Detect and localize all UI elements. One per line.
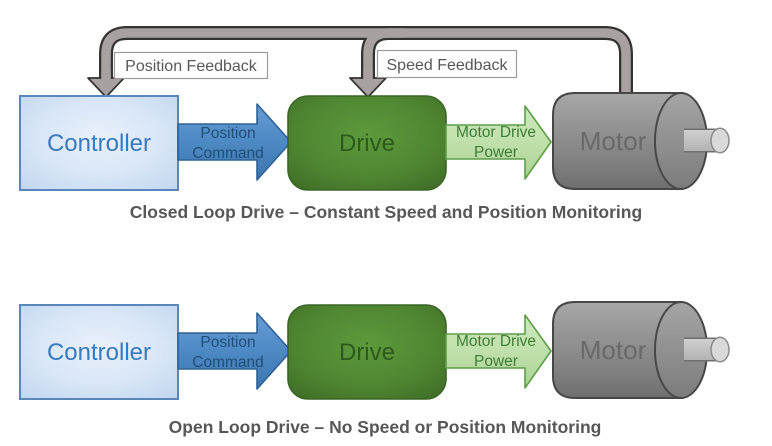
motor-shape: Motor <box>552 92 730 190</box>
motor-drive-power-label-line1: Motor Drive <box>456 124 536 141</box>
motor-label: Motor <box>580 126 647 156</box>
open-loop-diagram: Controller Position Command Drive Motor … <box>19 301 730 400</box>
position-command-arrow <box>177 103 292 181</box>
motor-body <box>552 301 683 399</box>
position-command-arrow <box>177 312 292 390</box>
motor-drive-power-label-line1: Motor Drive <box>456 333 536 350</box>
motor-shaft-end-cap <box>710 336 730 363</box>
speed-feedback-pipe <box>363 28 404 80</box>
motor-drive-power-arrow <box>445 314 552 389</box>
drive-label: Drive <box>339 130 395 157</box>
motor-shaft-outline <box>684 128 720 153</box>
closed-loop-caption: Closed Loop Drive – Constant Speed and P… <box>130 202 642 222</box>
drive-label: Drive <box>339 339 395 366</box>
speed-feedback-label-box <box>376 49 518 79</box>
motor-shaft-end-cap <box>710 127 730 154</box>
position-feedback-label-box <box>113 51 269 80</box>
position-command-label-line2: Command <box>192 145 264 162</box>
position-feedback-arrowhead-icon <box>87 77 125 98</box>
position-command-label-line2: Command <box>192 354 264 371</box>
speed-feedback-label: Speed Feedback <box>387 57 509 74</box>
controller-label: Controller <box>47 339 151 366</box>
closed-loop-diagram: Position Feedback Speed Feedback Control… <box>19 26 730 191</box>
motor-drive-power-label-line2: Power <box>474 353 518 370</box>
open-loop-caption: Open Loop Drive – No Speed or Position M… <box>169 417 602 437</box>
position-feedback-label: Position Feedback <box>125 58 258 75</box>
position-command-label-line1: Position <box>200 334 255 351</box>
controller-box <box>19 304 179 400</box>
motor-shape: Motor <box>552 301 730 399</box>
controller-label: Controller <box>47 130 151 157</box>
position-command-label-line1: Position <box>200 125 255 142</box>
motor-drive-power-arrow <box>445 105 552 180</box>
motor-label: Motor <box>580 335 647 365</box>
position-feedback-pipe <box>101 28 631 92</box>
motor-body <box>552 92 683 190</box>
motor-drive-power-label-line2: Power <box>474 144 518 161</box>
speed-feedback-arrowhead-icon <box>349 77 387 98</box>
motor-shaft-outline <box>684 337 720 362</box>
